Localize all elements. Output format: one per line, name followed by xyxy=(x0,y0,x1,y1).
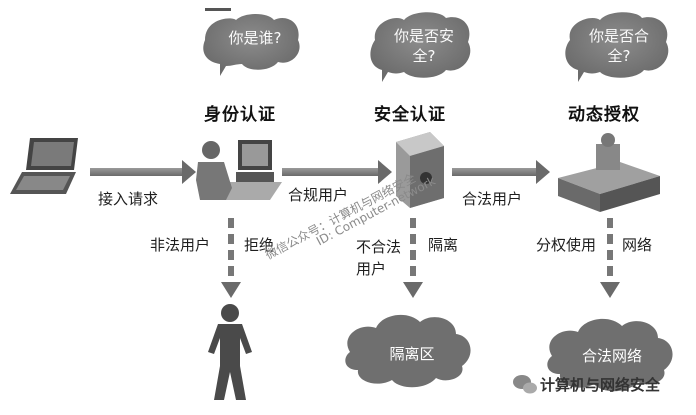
bubble-text-3: 你是否合全? xyxy=(588,27,649,65)
label-legal-user: 合法用户 xyxy=(462,190,523,208)
wechat-icon xyxy=(513,375,537,394)
speech-bubble-3 xyxy=(565,12,669,82)
label-access-request: 接入请求 xyxy=(98,190,159,208)
isolation-zone-cloud xyxy=(345,314,471,388)
legal-network-label: 合法网络 xyxy=(581,347,642,365)
bubble-text-2: 你是否安全? xyxy=(393,27,454,65)
legal-network-cloud xyxy=(547,318,673,392)
speech-bubble-2 xyxy=(370,12,471,82)
label-authorized-use: 分权使用 xyxy=(536,236,597,254)
isolation-zone-label: 隔离区 xyxy=(389,345,435,363)
speech-bubble-1 xyxy=(203,14,300,76)
person-silhouette-icon xyxy=(208,304,252,400)
arrow-network-down xyxy=(600,218,620,298)
label-compliant-user: 合规用户 xyxy=(288,186,349,204)
workstation-user-icon xyxy=(196,140,282,200)
arrow-isolate-down xyxy=(403,218,423,298)
authorization-server-icon xyxy=(558,133,660,212)
arrow-access-request xyxy=(90,160,196,184)
top-mark xyxy=(205,8,231,11)
label-isolate: 隔离 xyxy=(428,236,459,254)
security-server-icon xyxy=(396,132,444,208)
label-illegal-user: 非法用户 xyxy=(150,236,211,254)
arrow-reject-down xyxy=(221,218,241,298)
label-reject: 拒绝 xyxy=(244,236,275,254)
stage-title-dynamic-authorization: 动态授权 xyxy=(568,105,640,125)
bubble-text-1: 你是谁? xyxy=(228,29,282,47)
stage-title-security-auth: 安全认证 xyxy=(374,105,446,125)
label-network: 网络 xyxy=(622,236,653,254)
watermark-tag: 计算机与网络安全 xyxy=(540,376,661,394)
stage-title-identity-auth: 身份认证 xyxy=(204,105,276,125)
label-noncompliant-user: 不合法用户 xyxy=(356,238,402,278)
arrow-compliant-user xyxy=(282,160,392,184)
arrow-legal-user xyxy=(452,160,550,184)
laptop-icon xyxy=(10,138,78,194)
